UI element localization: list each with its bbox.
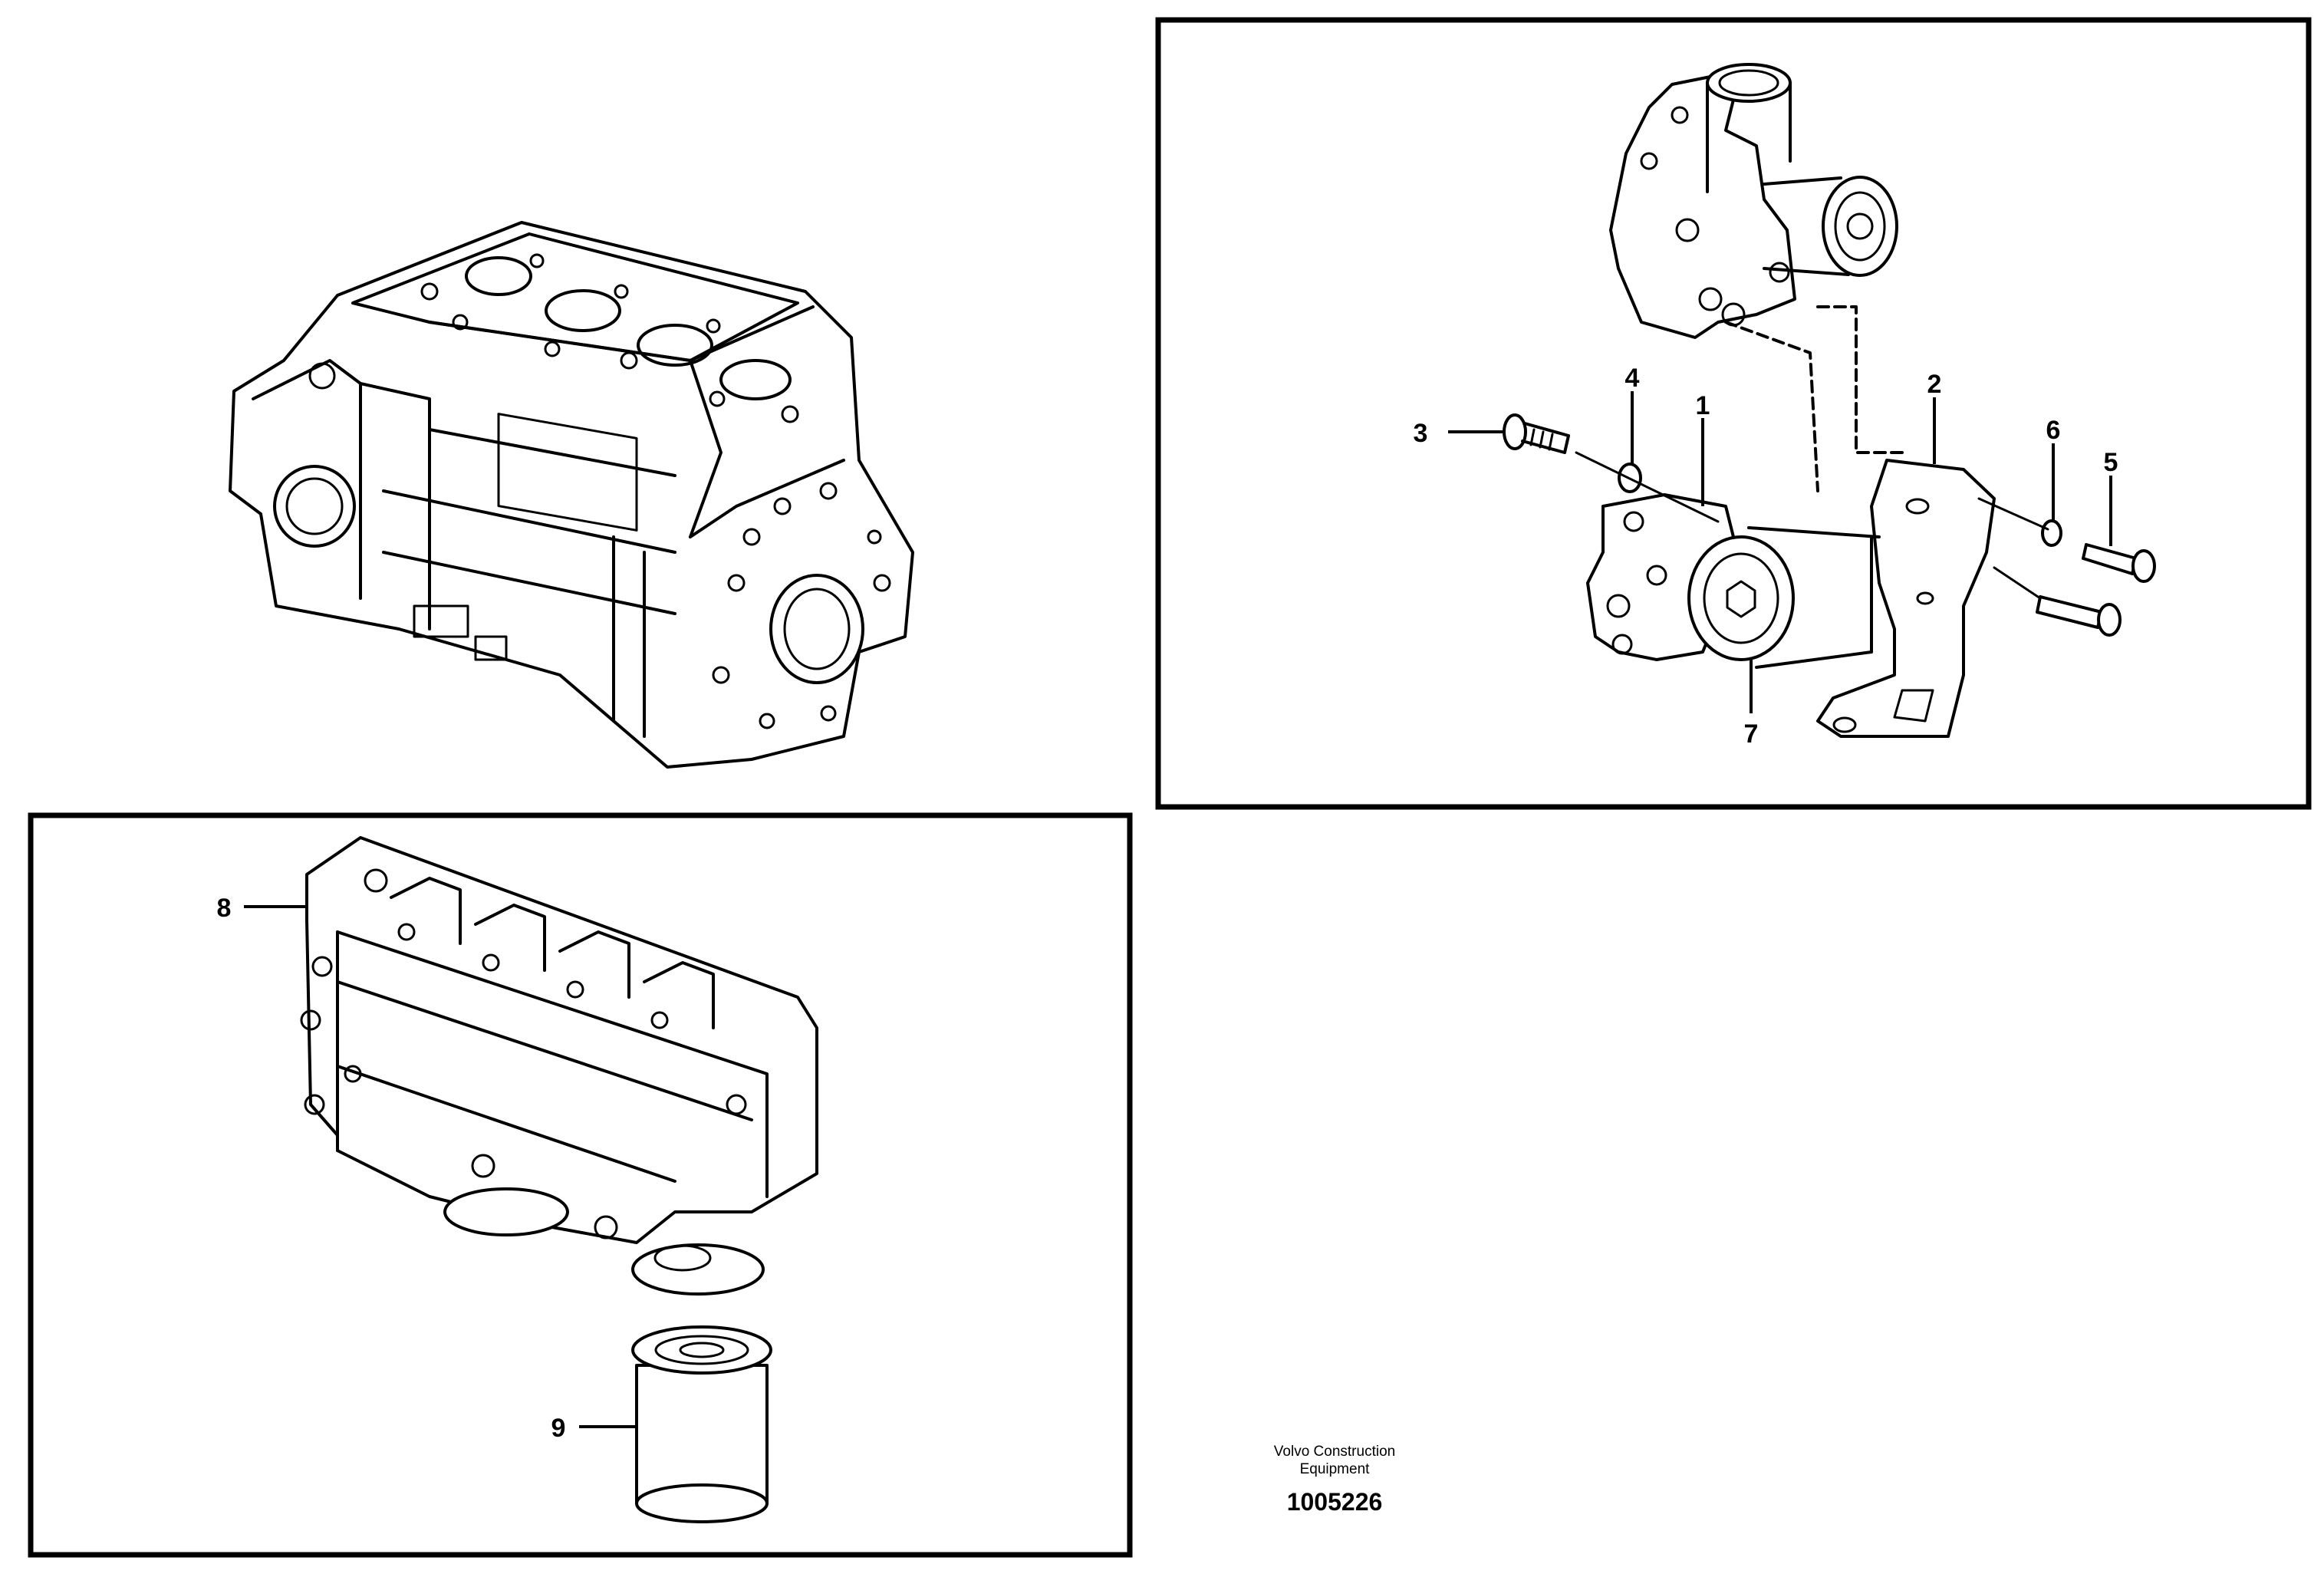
oil-filter-housing-illustration bbox=[1586, 493, 1881, 669]
publisher-credit-line1: Volvo Construction bbox=[1273, 1444, 1396, 1460]
alignment-dashed-line-1 bbox=[1816, 305, 1904, 454]
frame-oil-cooler-mounting bbox=[1155, 17, 2312, 810]
bolt-axis-line bbox=[1575, 451, 1720, 523]
washer-6-illustration bbox=[2041, 519, 2062, 547]
bolt-5-lower-illustration bbox=[2036, 595, 2122, 637]
bolt-3-illustration bbox=[1503, 413, 1570, 454]
callout-2: 2 bbox=[1927, 370, 1942, 399]
oil-filter-illustration bbox=[631, 1325, 772, 1523]
callout-6: 6 bbox=[2046, 416, 2061, 445]
callout-4: 4 bbox=[1625, 364, 1640, 393]
callout-9: 9 bbox=[551, 1414, 566, 1443]
drawing-number: 1005226 bbox=[1286, 1488, 1383, 1516]
callout-5: 5 bbox=[2104, 448, 2118, 477]
oil-cooler-illustration bbox=[300, 836, 818, 1296]
callout-7: 7 bbox=[1744, 719, 1759, 749]
alignment-dashed-line-2 bbox=[1724, 321, 1819, 492]
bracket-illustration bbox=[1816, 459, 1996, 738]
callout-1: 1 bbox=[1696, 391, 1710, 420]
engine-block-illustration bbox=[229, 221, 914, 769]
bolt-5-illustration bbox=[2082, 543, 2156, 583]
callout-3: 3 bbox=[1414, 419, 1428, 448]
publisher-credit-line2: Equipment bbox=[1299, 1461, 1370, 1477]
frame-oil-cooler bbox=[28, 812, 1133, 1558]
bolt-axis-lines-right bbox=[1977, 497, 2049, 600]
callout-8: 8 bbox=[217, 894, 232, 923]
water-pump-illustration bbox=[1609, 63, 1898, 339]
